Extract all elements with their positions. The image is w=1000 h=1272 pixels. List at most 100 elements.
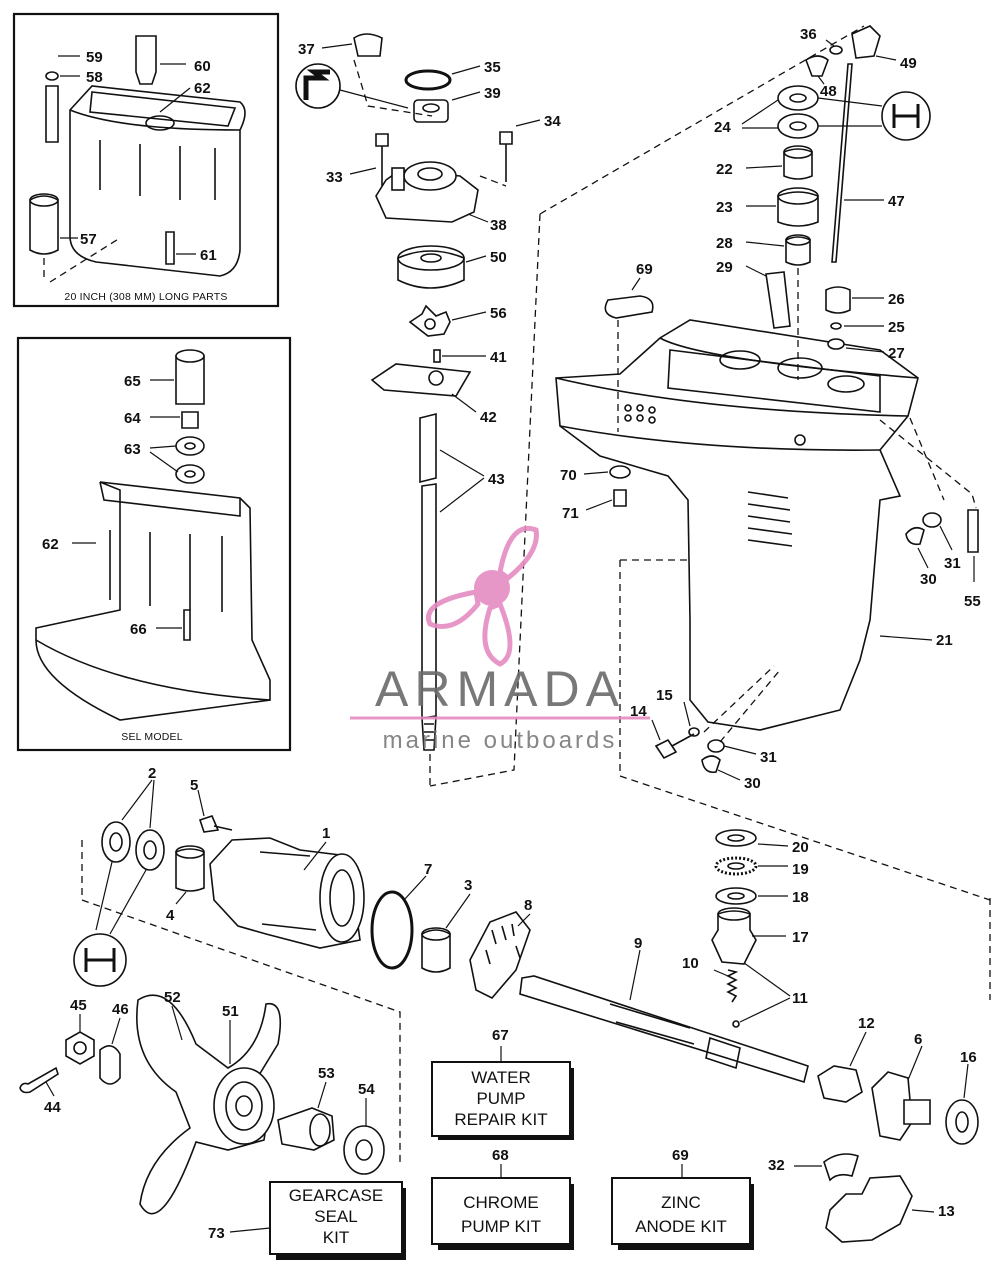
kit-69-line-2: ANODE KIT [635, 1217, 727, 1236]
callout-38: 38 [490, 217, 507, 234]
callout-10: 10 [682, 955, 699, 972]
callout-63: 63 [124, 441, 141, 458]
callout-12: 12 [858, 1015, 875, 1032]
callout-57: 57 [80, 231, 97, 248]
callout-30-lower: 30 [744, 775, 761, 792]
callout-15: 15 [656, 687, 673, 704]
kit-68-line-2: PUMP KIT [461, 1217, 541, 1236]
callout-33: 33 [326, 169, 343, 186]
callout-43: 43 [488, 471, 505, 488]
callout-54: 54 [358, 1081, 375, 1098]
kit-67-line-3: REPAIR KIT [454, 1110, 547, 1129]
callout-44: 44 [44, 1099, 61, 1116]
lower-unit-parts [73, 779, 991, 1243]
kit-box-zinc-anode: ZINC ANODE KIT [611, 1164, 754, 1250]
propeller-logo-icon [426, 526, 539, 667]
kit-73-line-3: KIT [323, 1228, 349, 1247]
callout-62-sel: 62 [42, 536, 59, 553]
callout-25: 25 [888, 319, 905, 336]
callout-22: 22 [716, 161, 733, 178]
callout-45: 45 [70, 997, 87, 1014]
callout-31-lower: 31 [760, 749, 777, 766]
callout-17: 17 [792, 929, 809, 946]
callout-7: 7 [424, 861, 432, 878]
callout-31-upper: 31 [944, 555, 961, 572]
callout-52: 52 [164, 989, 181, 1006]
callout-71: 71 [562, 505, 579, 522]
callout-56: 56 [490, 305, 507, 322]
part-number-callouts: 59 58 60 62 57 61 65 64 63 62 66 37 35 3… [42, 26, 981, 1242]
callout-69-kit: 69 [672, 1147, 689, 1164]
inset-top-caption: 20 INCH (308 MM) LONG PARTS [64, 291, 227, 303]
kit-box-chrome-pump: CHROME PUMP KIT [431, 1164, 574, 1250]
callout-48: 48 [820, 83, 837, 100]
callout-53: 53 [318, 1065, 335, 1082]
inset-sel-model: SEL MODEL [16, 336, 292, 752]
callout-19: 19 [792, 861, 809, 878]
callout-4: 4 [166, 907, 175, 924]
callout-26: 26 [888, 291, 905, 308]
callout-6: 6 [914, 1031, 922, 1048]
callout-55: 55 [964, 593, 981, 610]
callout-5: 5 [190, 777, 198, 794]
callout-73: 73 [208, 1225, 225, 1242]
callout-70: 70 [560, 467, 577, 484]
callout-60: 60 [194, 58, 211, 75]
callout-9: 9 [634, 935, 642, 952]
callout-58: 58 [86, 69, 103, 86]
kit-69-line-1: ZINC [661, 1193, 701, 1212]
callout-68: 68 [492, 1147, 509, 1164]
callout-59: 59 [86, 49, 103, 66]
callout-42: 42 [480, 409, 497, 426]
watermark-tagline: marine outboards [383, 727, 618, 754]
callout-49: 49 [900, 55, 917, 72]
callout-47: 47 [888, 193, 905, 210]
callout-8: 8 [524, 897, 532, 914]
gearcase-assembly [429, 25, 991, 901]
propeller-assembly [19, 994, 385, 1233]
callout-18: 18 [792, 889, 809, 906]
water-pump-assembly [295, 33, 541, 786]
callout-32: 32 [768, 1157, 785, 1174]
callout-34: 34 [544, 113, 561, 130]
kit-68-line-1: CHROME [463, 1193, 539, 1212]
callout-46: 46 [112, 1001, 129, 1018]
kit-box-water-pump: WATER PUMP REPAIR KIT [431, 1046, 574, 1140]
callout-35: 35 [484, 59, 501, 76]
callout-37: 37 [298, 41, 315, 58]
callout-65: 65 [124, 373, 141, 390]
callout-61: 61 [200, 247, 217, 264]
callout-1: 1 [322, 825, 330, 842]
callout-27: 27 [888, 345, 905, 362]
callout-67: 67 [492, 1027, 509, 1044]
callout-69-anode: 69 [636, 261, 653, 278]
kit-67-line-2: PUMP [476, 1089, 525, 1108]
callout-3: 3 [464, 877, 472, 894]
callout-13: 13 [938, 1203, 955, 1220]
callout-29: 29 [716, 259, 733, 276]
callout-39: 39 [484, 85, 501, 102]
callout-24: 24 [714, 119, 731, 136]
callout-14: 14 [630, 703, 647, 720]
callout-21: 21 [936, 632, 953, 649]
kit-73-line-2: SEAL [314, 1207, 357, 1226]
callout-2: 2 [148, 765, 156, 782]
callout-41: 41 [490, 349, 507, 366]
callout-30-upper: 30 [920, 571, 937, 588]
callout-11: 11 [792, 990, 808, 1007]
watermark-brand: ARMADA [375, 661, 625, 717]
kit-73-line-1: GEARCASE [289, 1186, 383, 1205]
callout-64: 64 [124, 410, 141, 427]
callout-36: 36 [800, 26, 817, 43]
bearing-stack [741, 25, 931, 380]
kit-67-line-1: WATER [471, 1068, 531, 1087]
inset-bottom-caption: SEL MODEL [121, 731, 183, 743]
callout-62-top: 62 [194, 80, 211, 97]
kit-box-gearcase-seal: GEARCASE SEAL KIT [269, 1181, 406, 1260]
inset-long-parts: 20 INCH (308 MM) LONG PARTS [12, 12, 280, 308]
callout-28: 28 [716, 235, 733, 252]
callout-66: 66 [130, 621, 147, 638]
watermark-logo: ARMADA marine outboards [350, 526, 650, 754]
